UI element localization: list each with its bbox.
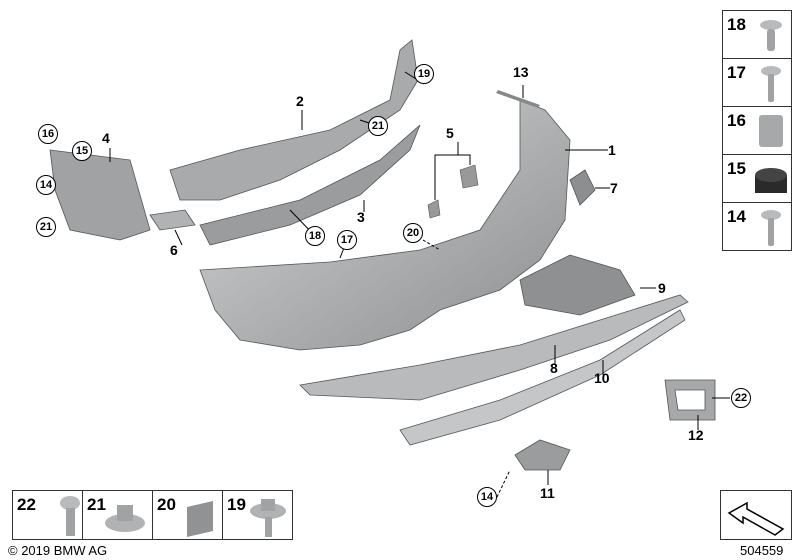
callout-10: 10: [594, 370, 610, 386]
bolt-icon: [60, 496, 80, 536]
orientation-box: [720, 490, 792, 540]
legend-cell-16: 16: [722, 106, 792, 155]
part-trim-lower: [399, 309, 686, 446]
part-trim: [299, 294, 689, 401]
circled-callout-19: 19: [414, 64, 434, 84]
cover-plate-icon: [187, 501, 213, 537]
part-frame: [664, 379, 716, 421]
callout-7: 7: [610, 180, 618, 196]
legend-cell-20: 20: [152, 490, 223, 540]
legend-cell-17: 17: [722, 58, 792, 107]
part-strip: [496, 90, 540, 108]
circled-callout-18: 18: [305, 226, 325, 246]
part-diffuser: [519, 254, 636, 316]
callout-6: 6: [170, 242, 178, 258]
clip-icon: [760, 20, 782, 51]
callout-13: 13: [513, 64, 529, 80]
part-bumper-cover: [199, 99, 571, 351]
circled-callout-14: 14: [36, 175, 56, 195]
rubber-buffer-icon: [755, 168, 787, 193]
legend-cell-14: 14: [722, 202, 792, 251]
circled-callout-22: 22: [731, 388, 751, 408]
diagram-number: 504559: [740, 543, 784, 558]
callout-1: 1: [608, 142, 616, 158]
part-6: [149, 209, 196, 231]
callout-2: 2: [296, 93, 304, 109]
collar-screw-icon: [250, 499, 286, 537]
callout-9: 9: [658, 280, 666, 296]
copyright: © 2019 BMW AG: [8, 543, 108, 558]
callout-3: 3: [357, 209, 365, 225]
part-11: [514, 439, 571, 471]
part-5: [427, 164, 479, 219]
legend-cell-22: 22: [12, 490, 83, 540]
part-7: [569, 169, 596, 206]
circled-callout-20: 20: [403, 223, 423, 243]
callout-8: 8: [550, 360, 558, 376]
flange-nut-icon: [105, 505, 145, 532]
circled-callout-15: 15: [72, 141, 92, 161]
nut-clip-icon: [759, 115, 783, 147]
circled-callout-16: 16: [38, 124, 58, 144]
legend-cell-21: 21: [82, 490, 153, 540]
callout-11: 11: [540, 485, 555, 501]
arrow-orientation-icon: [727, 501, 785, 536]
callout-5: 5: [446, 125, 454, 141]
legend-cell-18: 18: [722, 10, 792, 59]
circled-callout-14-bottom: 14: [477, 487, 497, 507]
circled-callout-17: 17: [337, 230, 357, 250]
legend-cell-19: 19: [222, 490, 293, 540]
callout-12: 12: [688, 427, 704, 443]
callout-4: 4: [102, 130, 110, 146]
part-bracket-left: [49, 149, 151, 241]
circled-callout-21-left: 21: [36, 217, 56, 237]
circled-callout-21: 21: [368, 116, 388, 136]
screw-icon: [761, 66, 781, 102]
legend-cell-15: 15: [722, 154, 792, 203]
bolt-icon: [761, 210, 781, 246]
part-deflector: [199, 124, 421, 246]
